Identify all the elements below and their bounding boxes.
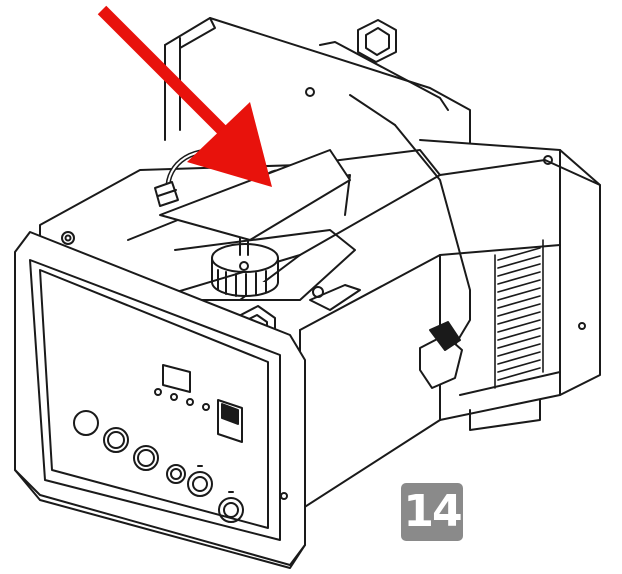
red-arrow-indicator <box>97 5 272 187</box>
control-panel <box>73 364 244 523</box>
round-port <box>73 410 99 436</box>
display-window <box>162 364 191 393</box>
vent-grille <box>494 239 544 389</box>
rear-handle-frame <box>164 17 471 151</box>
rear-foot <box>357 19 397 63</box>
step-number: 14 <box>403 486 462 537</box>
hanging-bracket <box>159 94 471 346</box>
base <box>14 469 306 569</box>
power-switch <box>217 399 243 443</box>
bracket-knob <box>419 321 463 389</box>
step-number-badge: 14 <box>401 483 463 541</box>
tank-cap <box>211 199 279 297</box>
